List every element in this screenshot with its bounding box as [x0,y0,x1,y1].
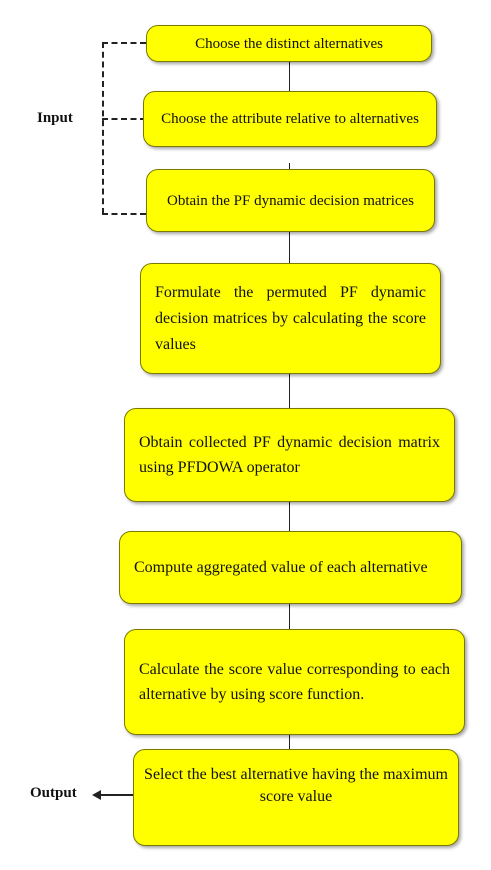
output-arrow-head [92,790,101,800]
connector-line [289,735,290,749]
step-collected-matrix: Obtain collected PF dynamic decision mat… [124,408,455,502]
connector-line [289,163,290,169]
input-connector-3 [102,213,146,215]
step-text: Choose the attribute relative to alterna… [161,111,419,127]
step-text: Calculate the score value corresponding … [139,661,450,703]
step-text: Formulate the permuted PF dynamic decisi… [155,283,426,353]
step-choose-attribute: Choose the attribute relative to alterna… [143,91,437,147]
connector-line [289,374,290,408]
step-choose-alternatives: Choose the distinct alternatives [146,25,432,62]
step-text: Obtain collected PF dynamic decision mat… [139,434,440,476]
step-text: Choose the distinct alternatives [195,35,383,52]
connector-line [289,502,290,532]
step-text: Select the best alternative having the m… [144,766,448,805]
connector-line [289,232,290,264]
input-connector-1 [102,42,146,44]
input-connector-2 [102,118,146,120]
step-text: Obtain the PF dynamic decision matrices [166,192,415,209]
output-label: Output [30,785,77,801]
step-formulate-permuted: Formulate the permuted PF dynamic decisi… [140,263,441,374]
step-aggregated-value: Compute aggregated value of each alterna… [119,531,462,604]
step-select-best: Select the best alternative having the m… [133,749,459,846]
input-label: Input [37,110,73,126]
connector-line [289,62,290,92]
connector-line [289,604,290,630]
step-score-value: Calculate the score value corresponding … [124,629,465,735]
step-text: Compute aggregated value of each alterna… [134,558,428,576]
output-arrow-line [100,794,133,796]
input-bracket-line [102,42,104,214]
step-obtain-matrices: Obtain the PF dynamic decision matrices [146,169,435,232]
